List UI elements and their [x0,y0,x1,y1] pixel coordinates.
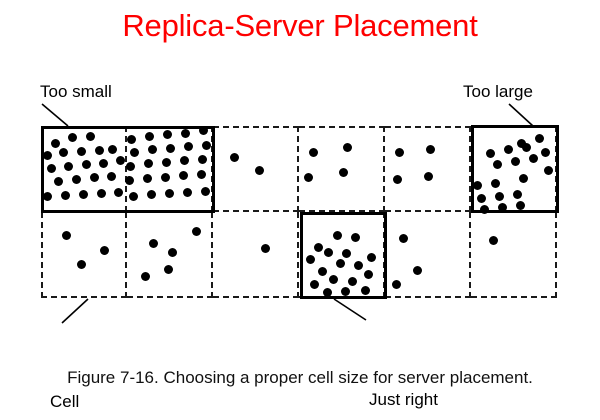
just-right-leader [333,298,367,321]
grid-cell-r0-c4 [385,126,471,212]
cell-leader [61,298,89,324]
grid-cell-r1-c4 [385,212,471,298]
label-just-right: Just right [369,390,438,409]
label-cell: Cell [50,392,80,411]
grid-cell-r1-c5 [471,212,557,298]
page-title: Replica-Server Placement [122,8,478,43]
too-large-leader [508,103,534,127]
just-right-box [300,212,387,299]
too-small-box [41,126,215,213]
grid-cell-r1-c2 [213,212,299,298]
figure-caption: Figure 7-16. Choosing a proper cell size… [67,368,533,387]
label-too-small: Too small [40,82,112,101]
too-small-leader [41,103,69,127]
grid-cell-r0-c2 [213,126,299,212]
label-too-large: Too large [463,82,533,101]
grid-cell-r1-c1 [127,212,213,298]
grid-cell-r1-c0 [41,212,127,298]
leader-lines [41,103,534,324]
too-large-box [471,125,559,213]
grid-cell-r0-c3 [299,126,385,212]
figure-diagram: Too small Too large Just right Cell [0,70,600,411]
